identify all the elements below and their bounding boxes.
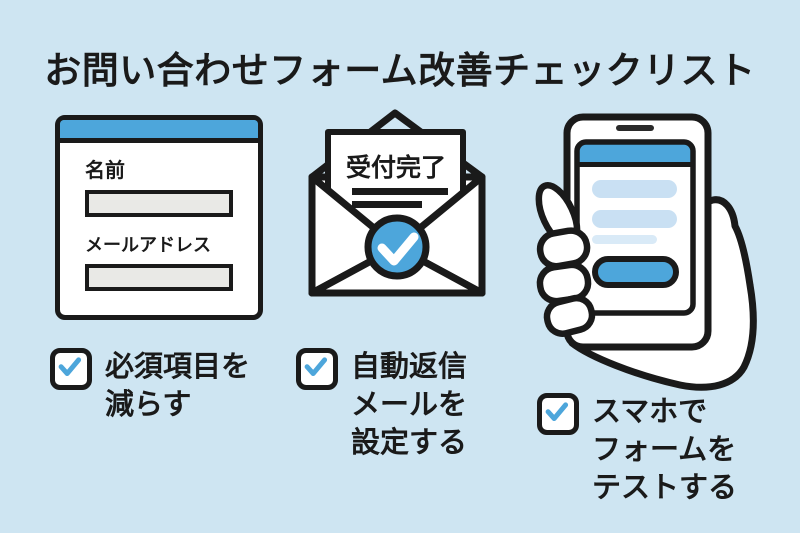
letter-paper-outline bbox=[325, 129, 466, 218]
form-content: 名前 メールアドレス bbox=[60, 143, 258, 291]
confirmation-badge bbox=[364, 214, 430, 280]
checklist-label: 自動返信 メールを 設定する bbox=[351, 351, 468, 459]
checkbox-auto-reply[interactable] bbox=[296, 348, 338, 390]
screen-submit-button bbox=[592, 256, 679, 288]
check-icon bbox=[58, 357, 82, 377]
letter-paper bbox=[328, 132, 463, 218]
letter-line-1 bbox=[352, 188, 448, 195]
checklist-label: 必須項目を 減らす bbox=[105, 351, 251, 421]
name-input bbox=[85, 190, 233, 217]
badge-check-icon bbox=[377, 232, 419, 266]
finger-3 bbox=[543, 294, 596, 337]
screen-header-divider bbox=[577, 162, 693, 167]
checklist-label: スマホで フォームを テストする bbox=[592, 396, 738, 504]
name-field-label: 名前 bbox=[85, 160, 125, 182]
smartphone-hand-illustration bbox=[535, 113, 757, 391]
screen-header-bar bbox=[577, 142, 693, 165]
letter-line-2 bbox=[352, 201, 422, 208]
form-titlebar bbox=[60, 120, 258, 143]
auto-reply-envelope-illustration: 受付完了 bbox=[308, 109, 486, 297]
letter-title: 受付完了 bbox=[346, 153, 446, 182]
screen-field-3 bbox=[592, 235, 657, 244]
screen-field-2 bbox=[592, 210, 677, 228]
email-field-label: メールアドレス bbox=[85, 235, 211, 255]
check-icon bbox=[545, 402, 569, 422]
contact-form-illustration: 名前 メールアドレス bbox=[55, 115, 263, 320]
checklist-item-auto-reply: 自動返信 メールを 設定する bbox=[296, 348, 467, 462]
check-icon bbox=[304, 357, 328, 377]
checklist-item-test-on-mobile: スマホで フォームを テストする bbox=[537, 393, 737, 507]
page-title: お問い合わせフォーム改善チェックリスト bbox=[44, 50, 756, 91]
screen-field-1 bbox=[592, 180, 677, 198]
checkbox-test-on-mobile[interactable] bbox=[537, 393, 579, 435]
checkbox-reduce-fields[interactable] bbox=[50, 348, 92, 390]
checklist-item-reduce-fields: 必須項目を 減らす bbox=[50, 348, 250, 424]
email-input bbox=[85, 264, 233, 291]
